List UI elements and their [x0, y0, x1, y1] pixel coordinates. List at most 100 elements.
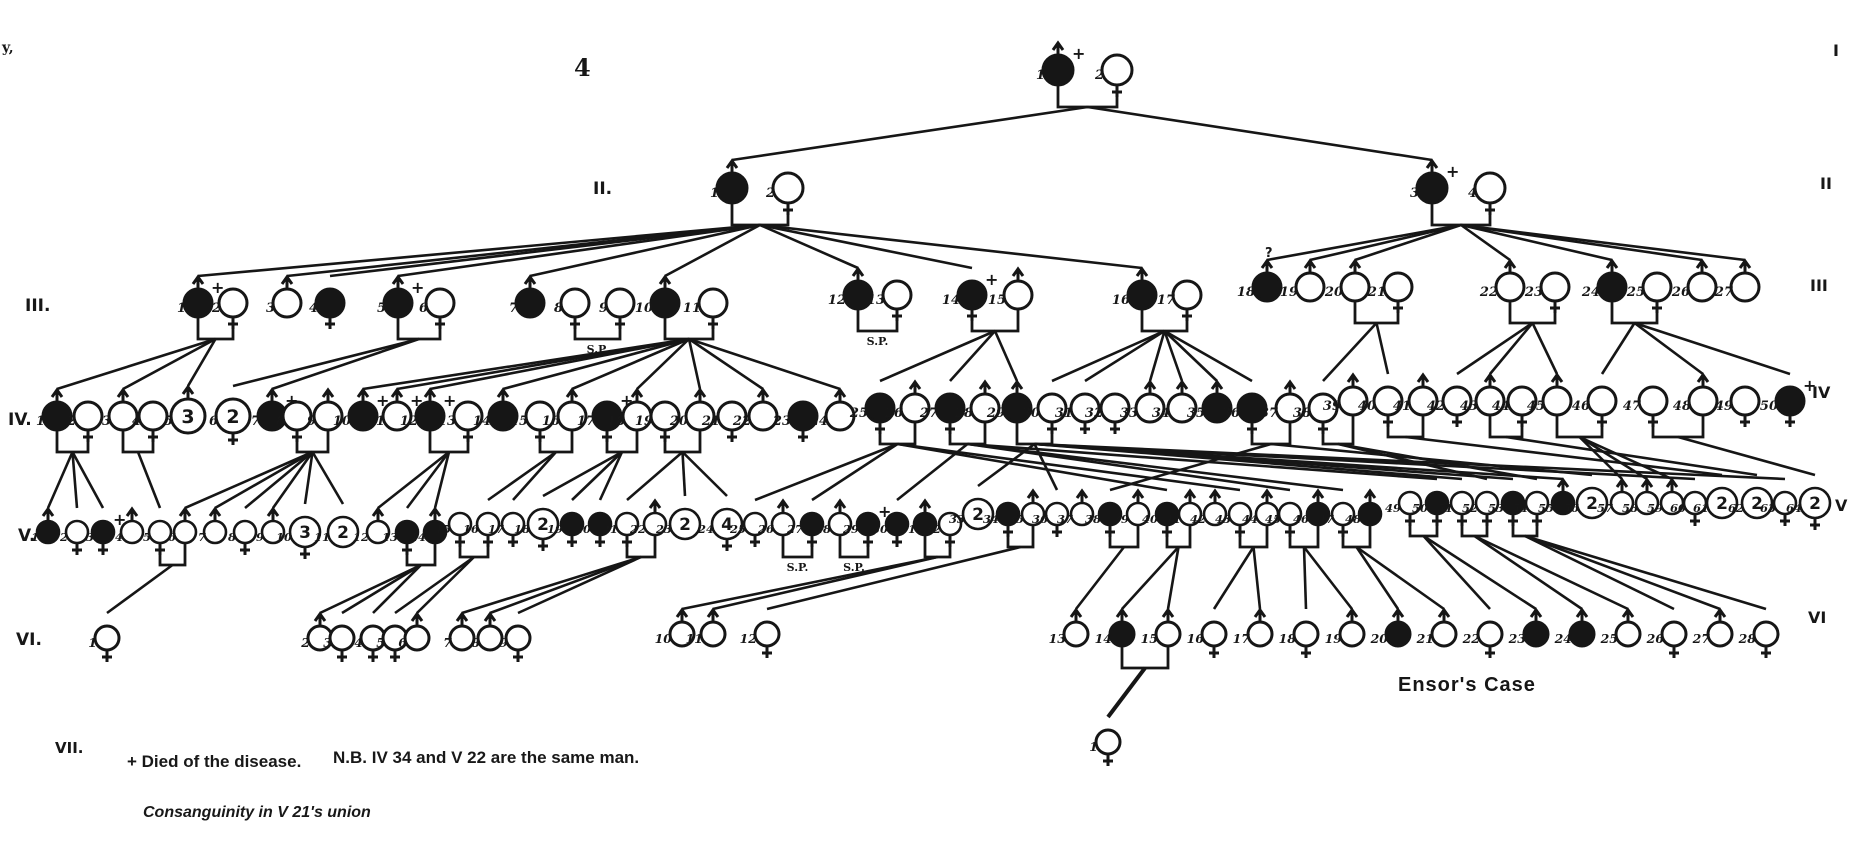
died-plus-icon: +: [211, 278, 224, 297]
descent-line: [1456, 321, 1534, 376]
person-III-20: 20: [1324, 258, 1371, 303]
descent-line: [1252, 546, 1262, 610]
descent-line: [1578, 435, 1673, 481]
person-III-4: 4: [309, 287, 346, 329]
person-V-26: 26: [757, 498, 796, 537]
person-number: 47: [1623, 399, 1641, 414]
person-number: 14: [942, 293, 960, 308]
person-number: 41: [1165, 512, 1181, 526]
person-number: 35: [1008, 512, 1024, 526]
person-number: 43: [1460, 399, 1478, 414]
person-I-2: 2: [1094, 53, 1134, 97]
person-number: 18: [1279, 631, 1297, 646]
person-number: 27: [919, 406, 938, 421]
person-number: 1: [710, 186, 719, 201]
person-IV-19: 19: [635, 400, 681, 442]
person-number: 4: [115, 530, 123, 544]
person-number: 17: [1233, 631, 1251, 646]
person-number: 14: [410, 530, 426, 544]
person-V-57: 57: [1597, 477, 1635, 516]
legend-consanguinity-note: Consanguinity in V 21's union: [143, 804, 371, 821]
person-number: 5: [376, 635, 385, 650]
person-II-2: 2: [765, 171, 805, 215]
person-number: 29: [986, 406, 1005, 421]
person-number: 14: [473, 414, 491, 429]
descent-line: [502, 337, 690, 391]
person-V-41: 41: [1165, 488, 1203, 527]
descent-line: [897, 442, 1241, 492]
person-IV-36: 36: [1222, 392, 1268, 434]
union-IV-19-20: [626, 416, 728, 501]
person-IV-15: 15: [510, 400, 556, 442]
legend-same-man-note: N.B. IV 34 and V 22 are the same man.: [333, 748, 640, 767]
descent-line: [1422, 534, 1537, 611]
person-number: 8: [471, 635, 480, 650]
descent-line: [429, 337, 690, 391]
person-number: 52: [1462, 501, 1478, 515]
person-number: 13: [382, 530, 398, 544]
person-III-16: 16: [1112, 266, 1158, 311]
person-number: 6: [398, 635, 407, 650]
descent-line: [197, 223, 761, 278]
person-V-33: 233: [949, 497, 995, 531]
person-number: 7: [509, 301, 518, 316]
person-V-61: 261: [1693, 486, 1739, 520]
person-number: 17: [1157, 293, 1175, 308]
person-V-50: 50: [1412, 490, 1450, 526]
person-III-24: 24: [1581, 258, 1628, 303]
person-VI-10: 10: [655, 607, 696, 648]
person-number: 46: [1572, 399, 1590, 414]
descent-line: [232, 337, 420, 388]
descent-line: [405, 451, 451, 509]
person-IV-10: 10+: [333, 387, 389, 432]
person-number: 17: [577, 414, 595, 429]
union-V-47-48: [1341, 514, 1445, 611]
person-number: 48: [1673, 399, 1691, 414]
person-IV-20: 20: [669, 387, 716, 432]
person-IV-12: 12+: [400, 387, 456, 432]
descent-lines: S.P.S.P.S.P.S.P.: [46, 70, 1816, 719]
descent-line: [1460, 223, 1746, 262]
person-IV-24: 24: [809, 387, 856, 432]
descent-line: [512, 451, 557, 501]
person-V-18: 218: [514, 507, 560, 551]
person-number: 55: [1538, 501, 1554, 515]
person-number: 12: [740, 631, 758, 646]
descent-line: [372, 564, 422, 614]
person-number: 37: [1260, 406, 1278, 421]
person-number: 12: [353, 530, 369, 544]
person-number: 18: [607, 414, 625, 429]
person-IV-3: 3: [102, 387, 139, 432]
descent-line: [311, 451, 345, 505]
descent-line: [1163, 330, 1218, 382]
person-V-42: 42: [1190, 488, 1228, 527]
person-number: 56: [1563, 501, 1579, 515]
descent-line: [1422, 535, 1491, 610]
person-IV-31: 31: [1055, 392, 1101, 434]
person-III-11: 11: [683, 287, 729, 329]
person-VI-13: 13: [1049, 607, 1090, 648]
person-number: 2: [66, 414, 76, 429]
person-number: 30: [1022, 406, 1040, 421]
person-number: 34: [1152, 406, 1170, 421]
person-number: 36: [1222, 406, 1240, 421]
descent-line: [712, 555, 938, 611]
person-VI-27: 27: [1692, 607, 1734, 648]
person-number: 15: [435, 522, 451, 536]
descent-line: [71, 451, 79, 509]
generation-label: III: [1810, 276, 1828, 295]
person-V-32: 32: [925, 511, 963, 547]
union-III-10-11: [362, 303, 841, 391]
descent-line: [1212, 546, 1255, 610]
person-VI-22: 22: [1462, 620, 1504, 658]
person-V-35: 35: [1008, 488, 1046, 527]
person-number: 24: [1581, 285, 1600, 300]
person-number: 19: [635, 414, 653, 429]
person-V-55: 55: [1538, 477, 1576, 516]
descent-line: [1087, 105, 1433, 162]
person-number: 30: [872, 522, 888, 536]
person-III-12: 12: [828, 266, 874, 311]
multiple-count: 2: [226, 406, 239, 428]
person-number: 53: [1488, 501, 1504, 515]
person-number: 61: [1693, 501, 1709, 515]
